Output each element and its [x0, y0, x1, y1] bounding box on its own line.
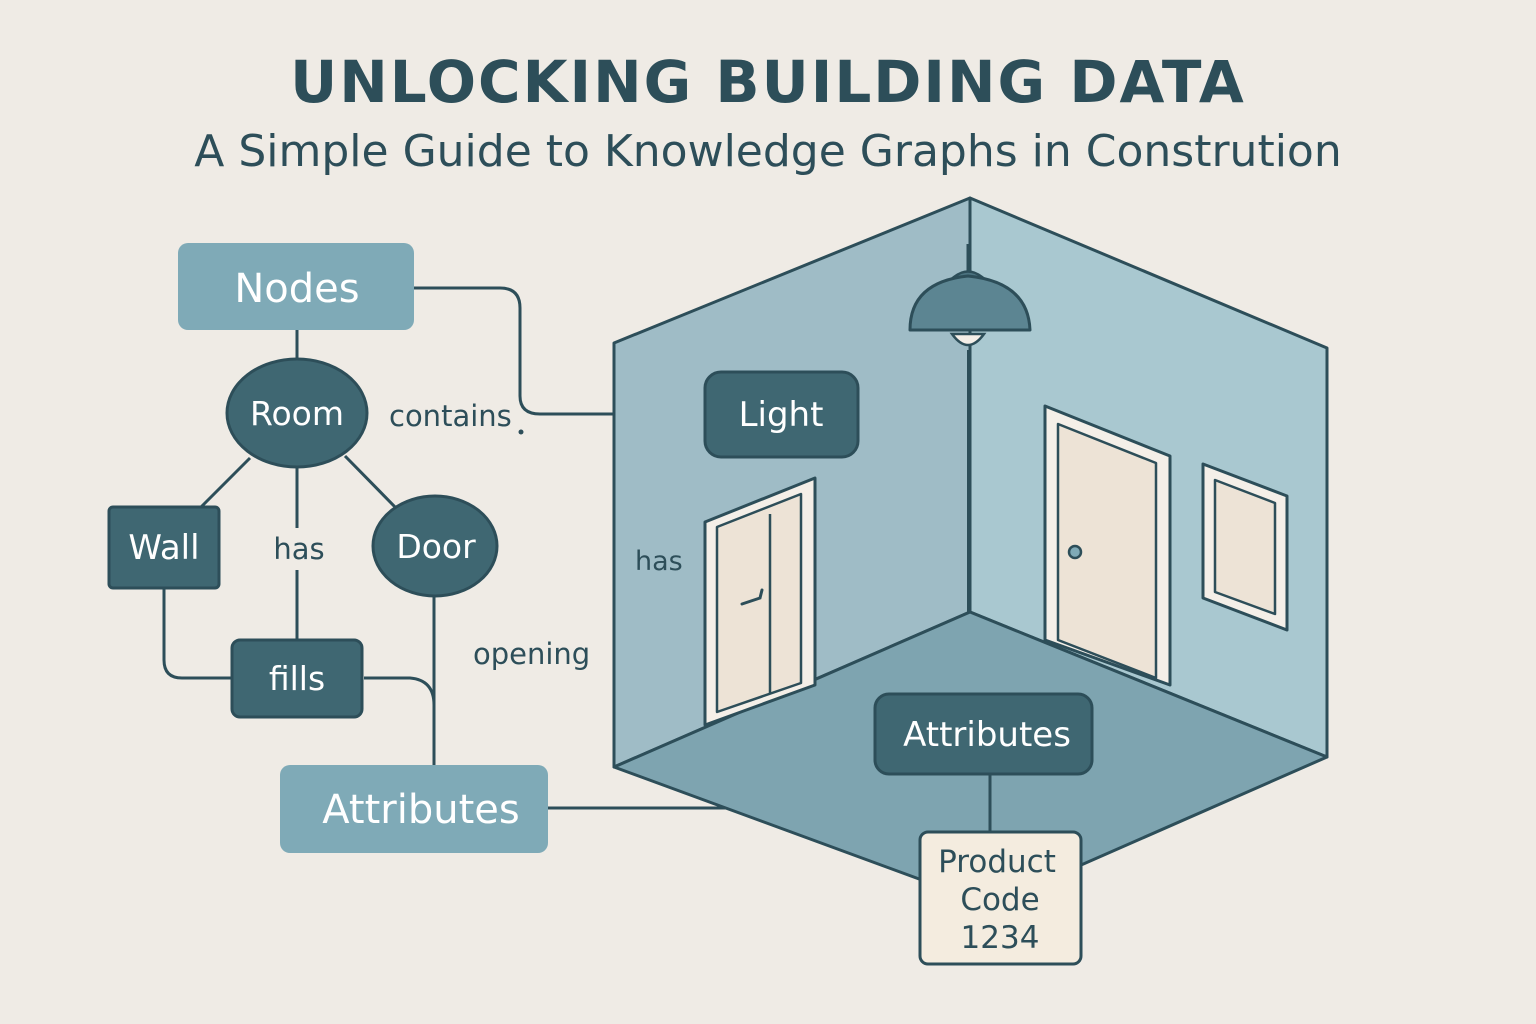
edge-room-wall: [198, 456, 252, 510]
room-node: Room: [225, 357, 369, 469]
page-subtitle: A Simple Guide to Knowledge Graphs in Co…: [194, 126, 1342, 177]
scene-has-label: has: [635, 546, 683, 577]
product-code-line2: Code: [960, 882, 1039, 918]
fills-node: fills: [230, 638, 364, 719]
edge-label-has: has: [273, 532, 324, 566]
right-door: [1043, 404, 1172, 687]
pendant-lamp-icon: [908, 244, 1032, 612]
nodes-box: Nodes: [178, 243, 414, 330]
door-handle-icon: [740, 588, 764, 606]
edge-label-opening: opening: [473, 637, 590, 671]
attributes-box-left: Attributes: [280, 765, 548, 853]
product-code-line1: Product: [938, 844, 1056, 880]
dot-marker: [518, 429, 524, 435]
wall-label: Wall: [128, 528, 199, 568]
room-scene: [612, 196, 1329, 907]
edge-nodes-light: [414, 286, 705, 416]
attributes-box-scene: Attributes: [873, 692, 1094, 776]
wall-node: Wall: [107, 505, 221, 590]
door-node: Door: [371, 494, 499, 598]
light-label: Light: [739, 395, 824, 435]
edge-fills-attributes: [364, 676, 436, 765]
attributes-label-left: Attributes: [322, 787, 519, 833]
edge-label-contains: contains: [389, 399, 512, 433]
door-knob-icon: [1067, 544, 1083, 560]
page-title: UNLOCKING BUILDING DATA: [290, 48, 1246, 116]
product-code-line3: 1234: [961, 920, 1040, 956]
window: [1201, 462, 1289, 632]
nodes-label: Nodes: [234, 266, 359, 312]
edge-wall-fills: [162, 588, 232, 680]
product-code-box: Product Code 1234: [918, 830, 1083, 966]
fills-label: fills: [269, 659, 325, 698]
attributes-label-scene: Attributes: [903, 715, 1071, 755]
room-label: Room: [250, 394, 344, 433]
edge-room-door: [343, 454, 400, 512]
left-door: [703, 476, 817, 727]
light-node: Light: [703, 370, 860, 459]
door-label: Door: [396, 527, 476, 566]
